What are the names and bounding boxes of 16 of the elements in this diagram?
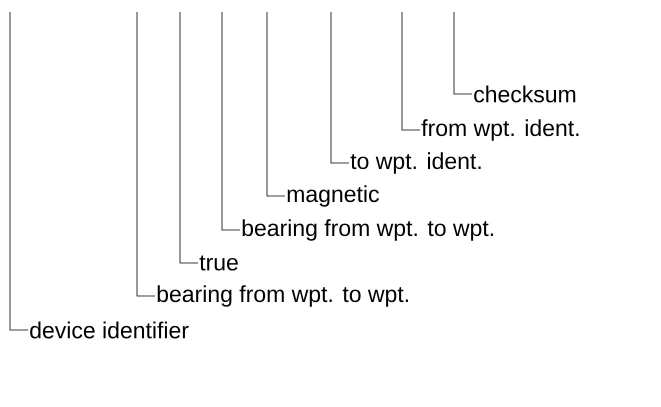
leader-label: true — [200, 255, 238, 271]
leader-line — [180, 12, 198, 264]
leader-label: bearing from wpt. to wpt. — [158, 285, 408, 307]
leader-label: magnetic — [288, 185, 379, 207]
leader-line — [136, 12, 156, 296]
leader-label: to wpt. ident. — [350, 152, 481, 174]
leader-line — [266, 12, 286, 196]
leader-label: bearing from wpt. to wpt. — [242, 219, 494, 241]
leader-line — [454, 12, 472, 94]
leader-label: checksum — [474, 86, 576, 102]
leader-label: from wpt. ident. — [422, 119, 578, 141]
leader-line — [402, 12, 420, 130]
leader-label: device identifier — [30, 322, 189, 338]
leader-line — [10, 12, 28, 330]
leader-line — [330, 12, 350, 164]
leader-line — [222, 12, 240, 230]
